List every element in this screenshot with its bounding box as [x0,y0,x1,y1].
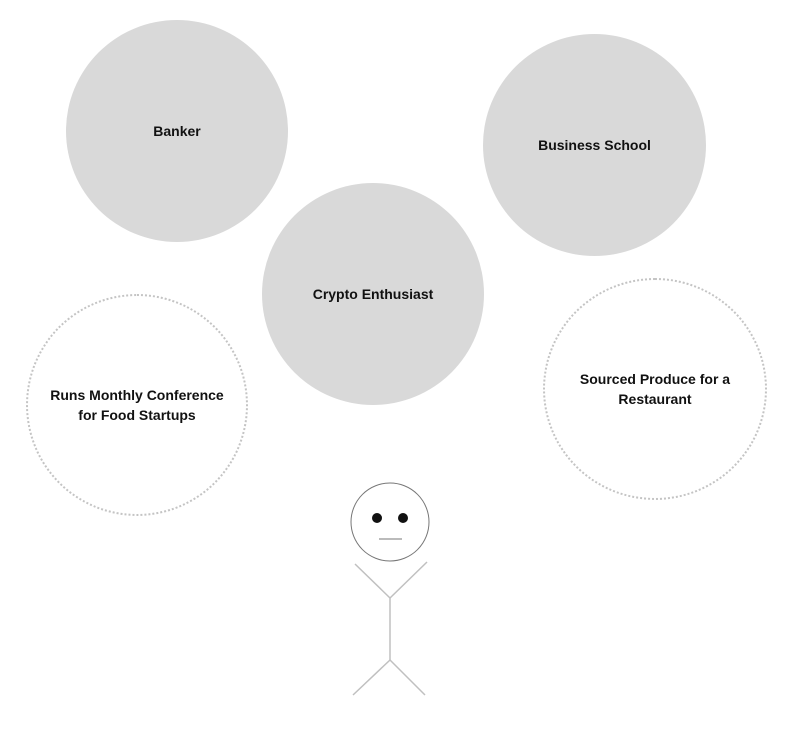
figure-head [350,482,430,562]
stick-figure-person-icon [345,482,435,698]
bubble-label-crypto-enthusiast: Crypto Enthusiast [312,286,434,302]
figure-right-leg [389,659,426,696]
figure-left-arm [354,563,391,599]
bubble-label-sourced-produce: Sourced Produce for a Restaurant [579,371,731,407]
bubble-label-food-conference: Runs Monthly Conference for Food Startup… [50,387,224,423]
bubble-crypto-enthusiast: Crypto Enthusiast [262,183,484,405]
bubble-business-school: Business School [483,34,706,256]
figure-right-arm [389,561,428,599]
figure-left-eye [372,513,382,523]
bubble-banker: Banker [66,20,288,242]
figure-left-leg [352,659,391,696]
bubble-label-business-school: Business School [538,137,651,153]
bubble-label-banker: Banker [153,123,201,139]
bubble-food-conference: Runs Monthly Conference for Food Startup… [26,294,248,516]
figure-right-eye [398,513,408,523]
bubble-sourced-produce: Sourced Produce for a Restaurant [543,278,767,500]
